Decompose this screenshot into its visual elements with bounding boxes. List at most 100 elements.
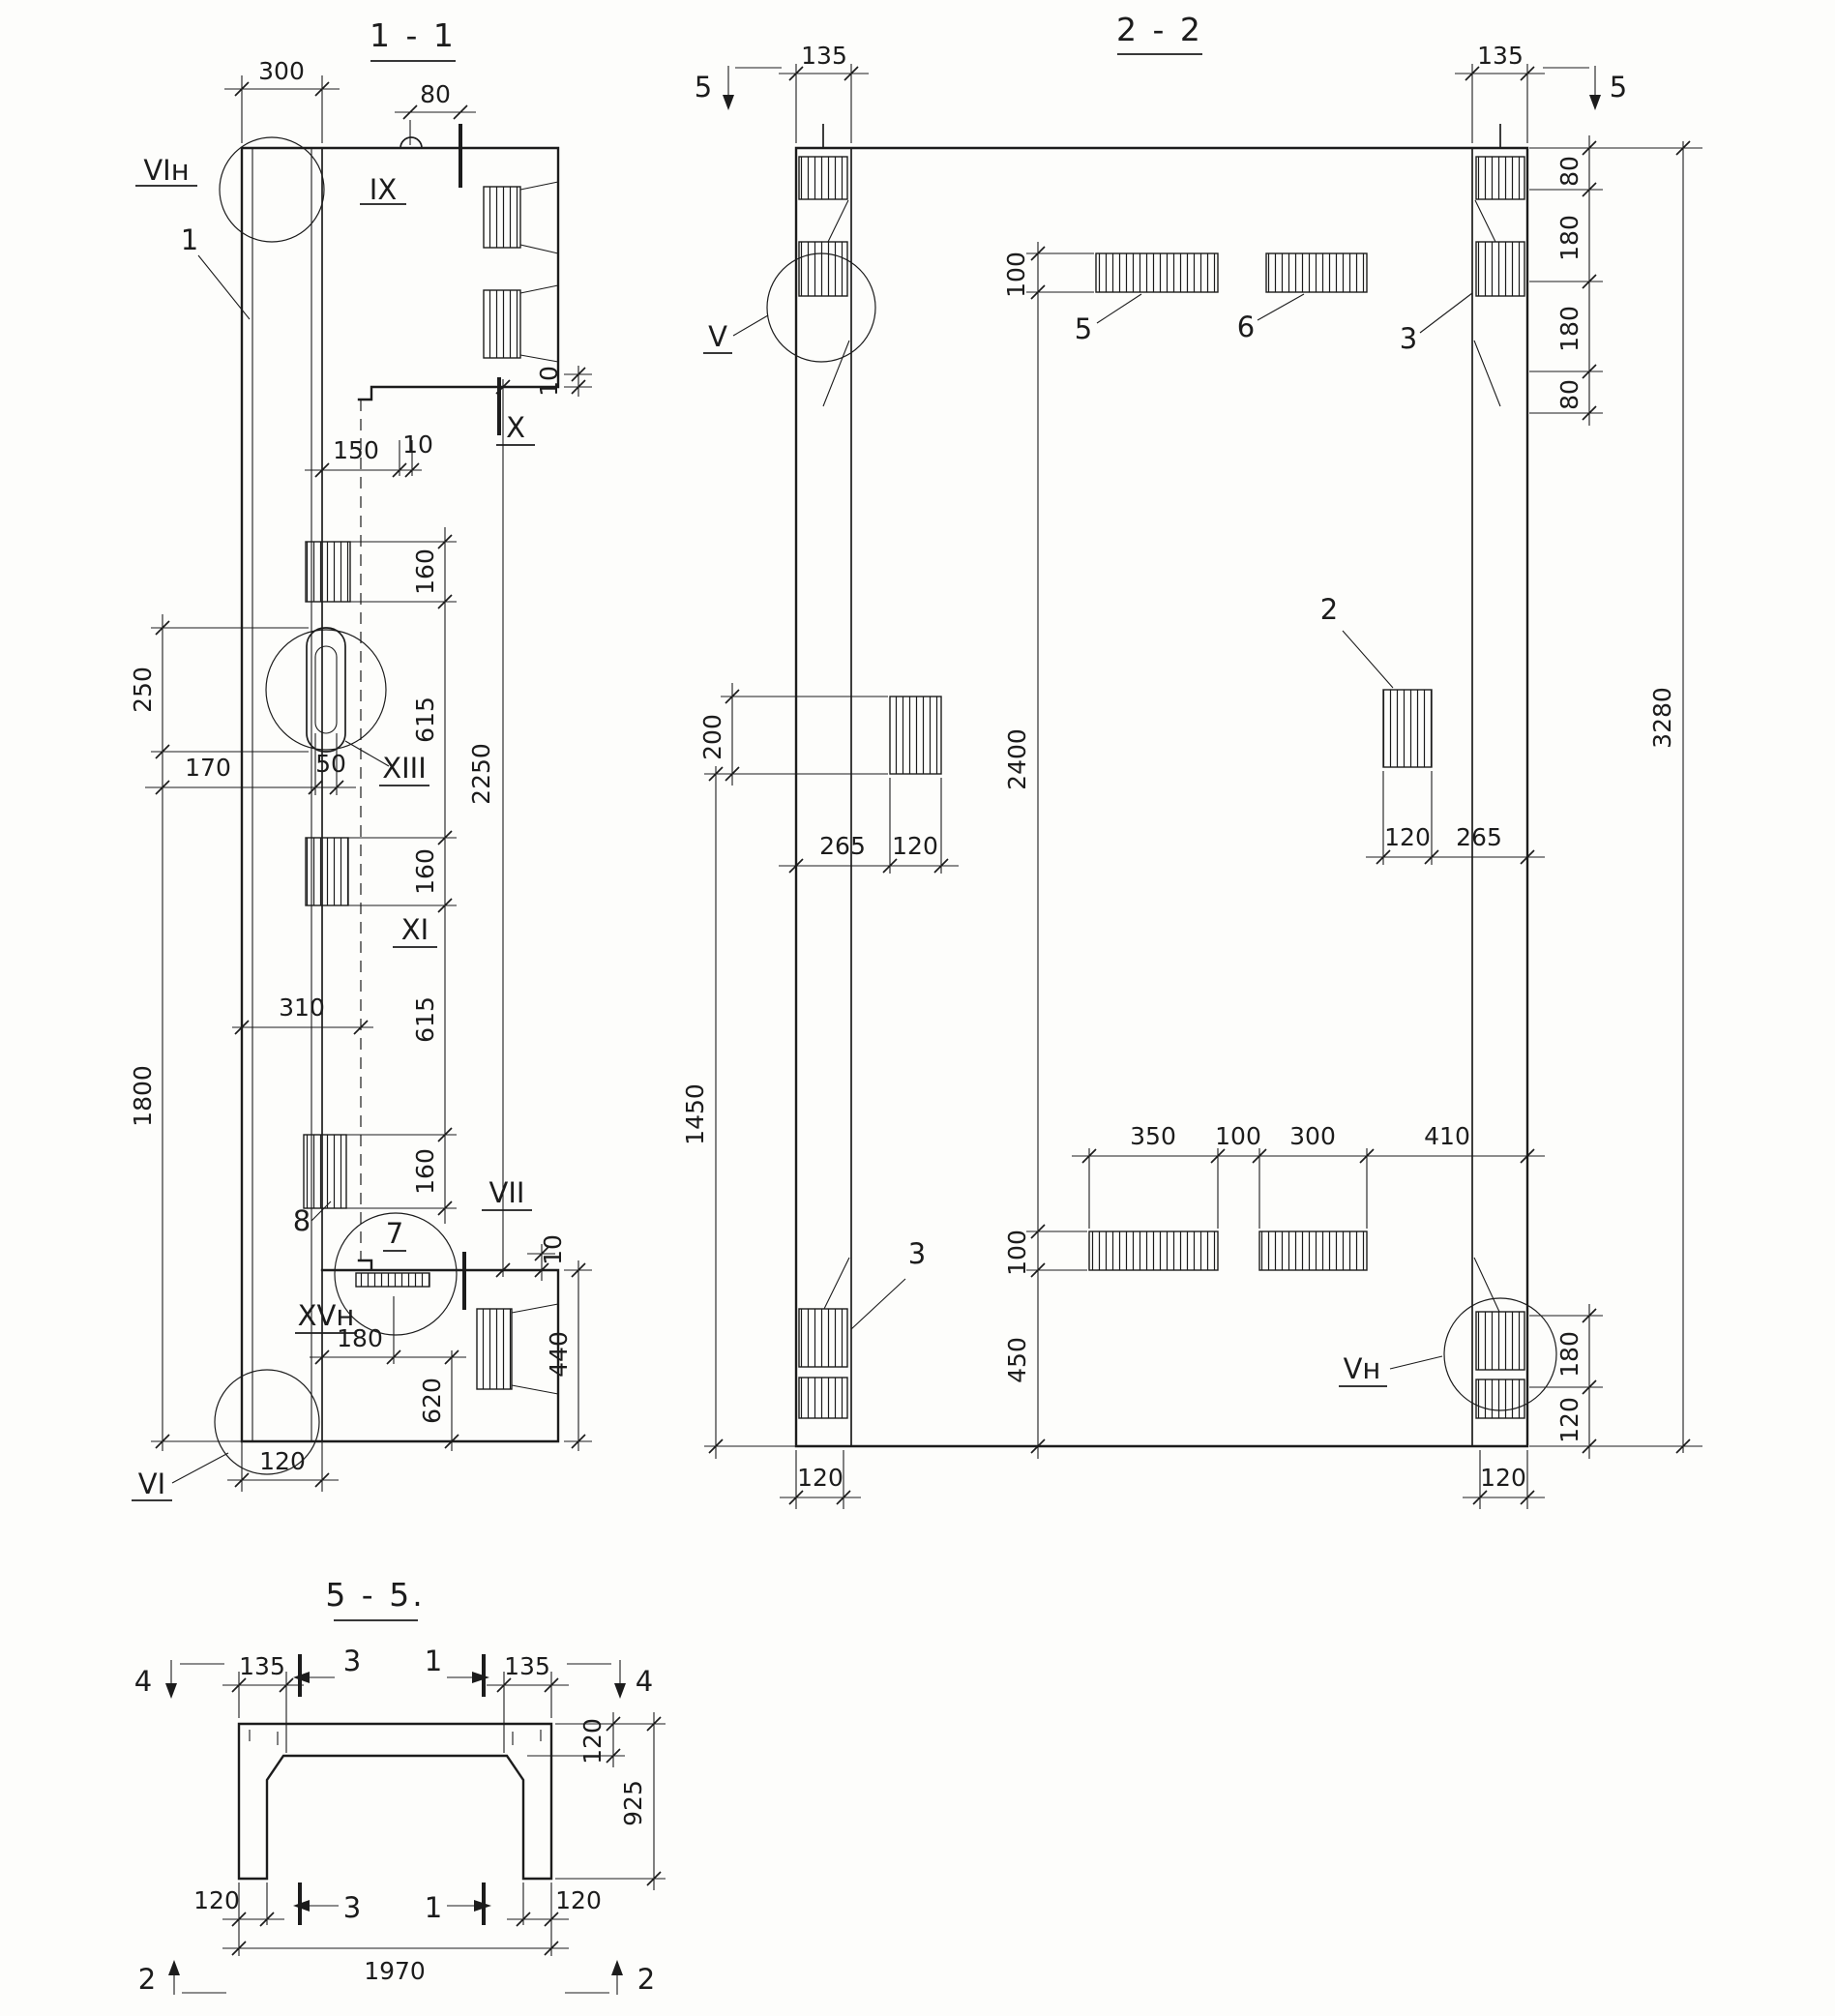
dim-265-left: 265 <box>819 832 866 860</box>
dim-615-a: 615 <box>411 697 439 743</box>
s22-dim-ticks <box>708 66 1691 1505</box>
anchor-hatch-block <box>798 156 848 200</box>
dim-120-bot: 120 <box>1555 1397 1583 1443</box>
anchor-hatch-block <box>1382 689 1433 768</box>
dim-180-bot: 180 <box>1555 1331 1583 1378</box>
anchor-hatch-block <box>483 289 521 359</box>
dim-160-a: 160 <box>411 548 439 595</box>
section-mark-4-left: 4 <box>134 1665 152 1698</box>
s22-panel-outline <box>794 146 1529 1448</box>
dim-80-a: 80 <box>1555 156 1583 187</box>
dim-2250: 2250 <box>467 743 495 805</box>
label-xv-n: XVн <box>298 1299 355 1332</box>
anchor-hatch-block <box>1095 252 1219 293</box>
dim-300: 300 <box>258 57 305 85</box>
dim-170: 170 <box>185 754 231 782</box>
section-arrow-left <box>293 1672 310 1683</box>
part-label-2: 2 <box>1320 593 1338 626</box>
dim-10-bot: 10 <box>539 1234 567 1265</box>
detail-callout-circle <box>766 252 876 363</box>
section-mark-2-right: 2 <box>637 1963 655 1996</box>
dim-300: 300 <box>1289 1122 1336 1150</box>
slot-outer <box>306 627 346 753</box>
dim-180-a: 180 <box>1555 215 1583 261</box>
s55-dim-ticks <box>231 1677 662 1956</box>
dim-120: 120 <box>259 1447 306 1475</box>
dim-1450: 1450 <box>681 1083 709 1145</box>
dim-135-left: 135 <box>239 1652 285 1680</box>
section-mark-1-top: 1 <box>425 1645 442 1677</box>
section-2-2: 2 - 2 5 135 135 5 V 5 6 3 100 80 180 180… <box>681 11 1702 1509</box>
s11-panel-outline <box>240 146 560 1443</box>
anchor-hatch-block <box>305 541 351 603</box>
dim-10-top: 10 <box>535 366 563 397</box>
label-ix: IX <box>370 173 397 206</box>
dim-50: 50 <box>315 750 346 778</box>
section-1-1: 1 - 1 300 80 IX VIн 1 10 X 150 10 160 61… <box>129 16 592 1501</box>
anchor-hatch-block <box>303 1134 347 1209</box>
s11-dim-ticks <box>155 81 586 1488</box>
dim-120-right: 120 <box>1384 823 1431 851</box>
section-mark-4-right: 4 <box>636 1665 653 1698</box>
s11-lifting-loop <box>400 136 423 149</box>
dim-440: 440 <box>545 1331 573 1378</box>
dim-120-bottom-right: 120 <box>1480 1464 1526 1492</box>
joint-plate-detail <box>355 1272 430 1288</box>
s22-rib-taper-lines <box>822 199 1501 1313</box>
dim-615-b: 615 <box>411 996 439 1043</box>
dim-620: 620 <box>418 1378 446 1424</box>
s55-dimension-lines <box>170 1660 666 1995</box>
dim-1800: 1800 <box>129 1065 157 1127</box>
dim-1970: 1970 <box>364 1957 426 1985</box>
anchor-hatch-block <box>476 1308 513 1390</box>
part-label-5: 5 <box>1075 312 1092 345</box>
dim-80-b: 80 <box>1555 379 1583 410</box>
label-v-n: Vн <box>1344 1352 1381 1385</box>
section-arrow-right <box>472 1672 489 1683</box>
section-1-1-title: 1 - 1 <box>370 16 457 54</box>
dim-100-bot: 100 <box>1003 1230 1031 1276</box>
label-v: V <box>708 320 727 353</box>
detail-callout-circle <box>334 1212 458 1336</box>
label-xi: XI <box>401 913 429 946</box>
s11-wall-formwork-lines <box>252 148 312 1441</box>
anchor-hatch-block <box>483 186 521 249</box>
dim-450: 450 <box>1003 1337 1031 1383</box>
section-arrow-up <box>611 1960 623 1975</box>
section-5-5-title: 5 - 5. <box>325 1576 425 1614</box>
section-arrow-down <box>614 1683 626 1699</box>
dim-120-bottom-left: 120 <box>797 1464 844 1492</box>
part-label-6: 6 <box>1237 311 1255 343</box>
section-mark-2-left: 2 <box>138 1963 156 1996</box>
anchor-hatch-block <box>798 241 848 297</box>
detail-callout-circle <box>1443 1297 1557 1411</box>
section-arrow-down <box>723 95 734 110</box>
anchor-hatch-block <box>1088 1230 1219 1271</box>
anchor-hatch-block <box>1258 1230 1368 1271</box>
part-label-1: 1 <box>181 223 198 256</box>
label-vi: VI <box>138 1468 165 1500</box>
dim-135-right: 135 <box>1477 42 1524 70</box>
slot-inner <box>314 645 338 734</box>
dim-150: 150 <box>333 436 379 464</box>
anchor-hatch-block <box>1475 156 1525 200</box>
section-5-5: 5 - 5. 4 135 3 1 135 4 120 925 120 3 1 1… <box>134 1576 666 1996</box>
section-arrow-left <box>293 1900 310 1912</box>
s22-label-underlines <box>703 53 1387 1387</box>
dim-100-top: 100 <box>1002 252 1030 298</box>
part-label-3-bottom: 3 <box>908 1237 926 1270</box>
section-mark-5-left: 5 <box>695 71 712 104</box>
section-mark-5-right: 5 <box>1610 71 1627 104</box>
part-label-3-top: 3 <box>1400 322 1417 355</box>
s22-rib-inner-lines <box>850 148 1473 1446</box>
s55-corner-marks <box>249 1730 542 1745</box>
anchor-hatch-block <box>889 696 942 775</box>
dim-265-right: 265 <box>1456 823 1502 851</box>
anchor-hatch-block <box>1475 1379 1525 1419</box>
anchor-hatch-block <box>798 1377 848 1419</box>
dim-160-b: 160 <box>411 848 439 895</box>
s11-label-underlines <box>132 60 535 1501</box>
dim-350: 350 <box>1130 1122 1176 1150</box>
